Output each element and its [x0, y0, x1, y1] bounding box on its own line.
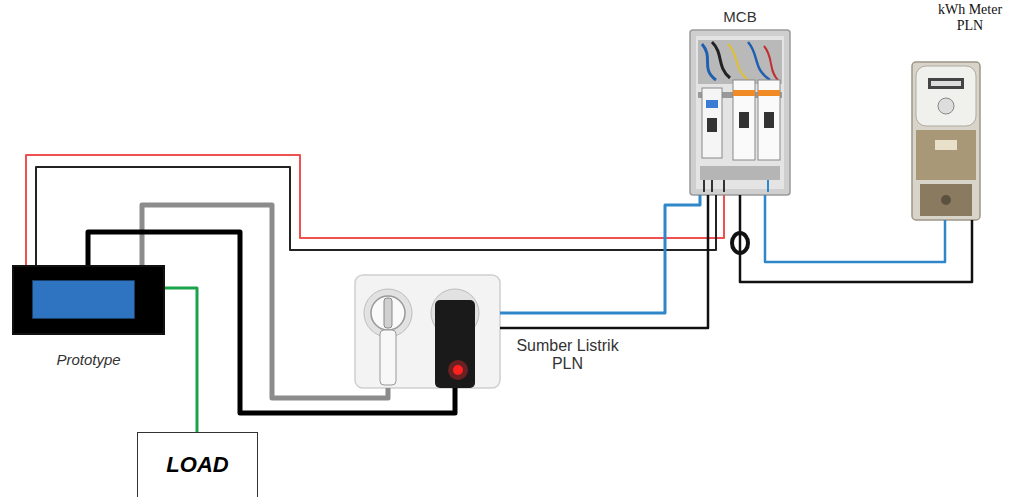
kwh-meter-photo [938, 98, 954, 114]
socket-photo [435, 300, 475, 388]
prototype-box [12, 265, 165, 335]
socket-photo [371, 296, 405, 330]
mcb-panel-photo [702, 44, 716, 80]
kwh-meter: kWh Meter PLN [900, 2, 1015, 34]
mcb-panel-photo [728, 44, 748, 80]
mcb-panel-photo [767, 180, 769, 192]
kwh-meter-photo [935, 140, 957, 150]
device-caption: Prototype [12, 351, 165, 368]
mcb-panel-photo [733, 90, 755, 96]
mcb-panel-photo [700, 166, 780, 180]
kwh-meter-photo [941, 195, 951, 205]
load-label: LOAD [166, 452, 228, 478]
kwh-meter-photo [916, 130, 976, 180]
mcb-panel-photo [696, 36, 784, 189]
kwh-meter-photo [928, 78, 964, 89]
load-outline: LOAD [137, 432, 258, 497]
meter-label: kWh Meter PLN [930, 2, 1010, 34]
mcb-label: MCB [690, 8, 790, 25]
socket-outline [355, 275, 500, 388]
mcb-panel-photo [712, 42, 730, 78]
mcb-panel: MCB [690, 8, 790, 25]
mcb-panel-photo [706, 100, 718, 108]
display-screen [32, 280, 135, 319]
wire [765, 195, 945, 262]
mcb-panel-photo [739, 112, 749, 128]
kwh-meter-photo [912, 62, 980, 220]
mcb-panel-photo [698, 40, 782, 84]
wire [165, 288, 197, 432]
wire [26, 155, 724, 265]
mcb-panel-photo [733, 80, 755, 160]
kwh-meter-photo [912, 62, 980, 220]
wire [500, 195, 708, 328]
source-label: Sumber Listrik PLN [505, 337, 630, 373]
mcb-panel-photo [702, 88, 722, 158]
socket-photo [380, 330, 396, 385]
mcb-panel-photo [758, 80, 780, 160]
mcb-panel-photo [707, 118, 717, 132]
kwh-meter-photo [916, 66, 976, 126]
mcb-panel-photo [764, 46, 778, 80]
socket-photo [453, 365, 463, 375]
mcb-panel-photo [704, 180, 724, 192]
mcb-panel-photo [758, 90, 780, 96]
wire [500, 195, 700, 313]
mcb-panel-photo [748, 42, 770, 80]
wire [36, 167, 716, 265]
socket-photo [355, 275, 500, 388]
socket-photo [384, 298, 392, 328]
socket-photo [448, 360, 468, 380]
wire [740, 195, 972, 282]
meter-outline [912, 62, 980, 220]
kwh-meter-photo [920, 184, 972, 216]
socket-photo [355, 275, 500, 388]
prototype-device: Prototype [12, 265, 165, 282]
kwh-meter-photo [931, 81, 961, 86]
mcb-panel-photo [764, 112, 774, 128]
mcb-panel-photo [690, 30, 790, 195]
power-socket: Sumber Listrik PLN [355, 275, 645, 311]
mcb-outline [690, 30, 790, 195]
mcb-panel-photo [690, 30, 790, 195]
